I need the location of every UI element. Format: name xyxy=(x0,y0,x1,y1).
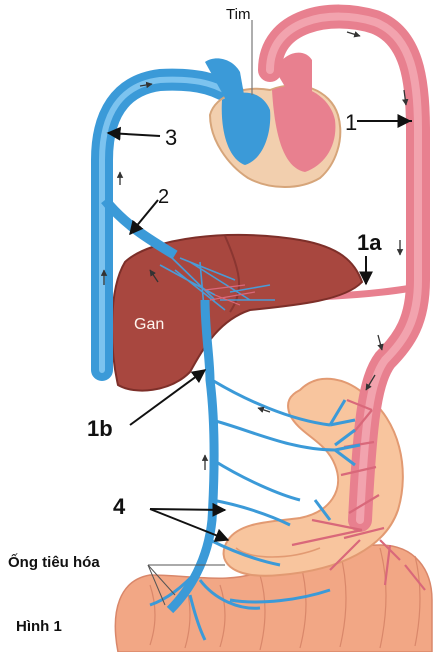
digestive-tract-label: Ống tiêu hóa xyxy=(8,554,100,571)
branch-1a-label: 1a xyxy=(357,230,381,256)
vein-3-label: 3 xyxy=(165,125,177,151)
figure-caption: Hình 1 xyxy=(16,618,62,635)
liver xyxy=(112,235,362,391)
heart-label: Tim xyxy=(226,6,250,23)
branch-1b-label: 1b xyxy=(87,416,113,442)
vessel-2-label: 2 xyxy=(158,186,169,209)
liver-label: Gan xyxy=(134,316,164,334)
capillaries-4-label: 4 xyxy=(113,494,125,520)
artery-1-label: 1 xyxy=(345,110,357,136)
